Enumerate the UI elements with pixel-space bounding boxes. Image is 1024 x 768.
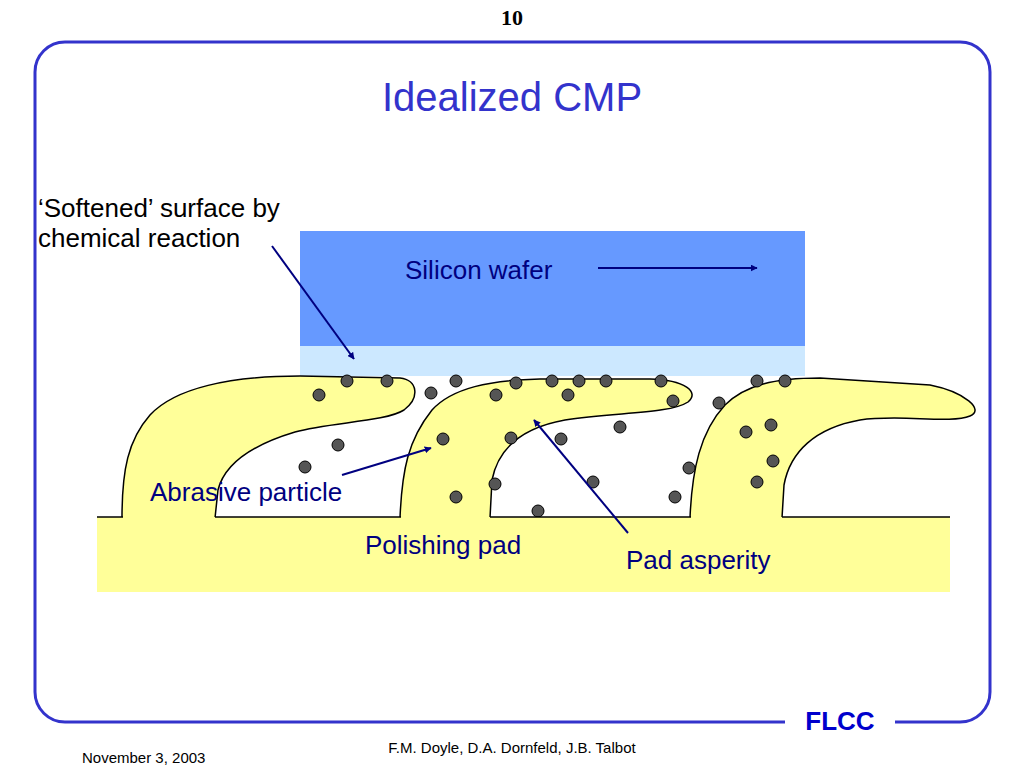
abrasive-particle-dot	[532, 505, 544, 517]
callout-text: Abrasive particle	[150, 478, 400, 508]
pad-edge-line	[490, 516, 691, 518]
slide-title: Idealized CMP	[212, 74, 812, 120]
abrasive-particle-dot	[332, 439, 344, 451]
abrasive-particle-dot	[490, 389, 502, 401]
abrasive-particle-dot	[614, 421, 626, 433]
abrasive-particle-dot	[510, 377, 522, 389]
leader-arrow	[342, 448, 431, 475]
pad-asperity	[690, 378, 975, 518]
abrasive-particle-dot	[437, 433, 449, 445]
abrasive-particle-dot	[573, 375, 585, 387]
softened-layer	[300, 346, 805, 376]
pad-asperity	[122, 376, 415, 518]
abrasive-particle-dot	[740, 426, 752, 438]
pad-edge-line	[215, 516, 401, 518]
pad-edge-line	[782, 516, 950, 518]
abrasive-particle-dot	[767, 455, 779, 467]
leader-arrow	[272, 246, 354, 359]
box-label: Silicon wafer	[405, 256, 705, 286]
abrasive-particle-dot	[505, 432, 517, 444]
leader-arrow	[534, 420, 628, 533]
pad-asperities	[122, 376, 975, 518]
abrasive-particle-dot	[450, 375, 462, 387]
abrasive-particle-dot	[765, 419, 777, 431]
abrasive-particle-dot	[381, 375, 393, 387]
abrasive-particle-dot	[425, 387, 437, 399]
pad-asperity	[400, 379, 692, 518]
pad-edge-line	[97, 516, 123, 518]
motion-arrow	[598, 267, 757, 269]
abrasive-particle-dot	[655, 375, 667, 387]
abrasive-particle-dot	[313, 389, 325, 401]
abrasive-particle-dot	[683, 462, 695, 474]
abrasive-particle-dot	[751, 375, 763, 387]
footer-logo: FLCC	[785, 707, 895, 737]
abrasive-particle-dot	[299, 461, 311, 473]
box-label: Polishing pad	[365, 531, 595, 561]
abrasive-particle-dot	[751, 476, 763, 488]
abrasive-particle-dot	[779, 375, 791, 387]
abrasive-particle-dot	[713, 397, 725, 409]
footer-date: November 3, 2003	[82, 749, 282, 766]
abrasive-particle-dot	[669, 491, 681, 503]
callout-text: ‘Softened’ surface by chemical reaction	[38, 194, 338, 254]
abrasive-particle-dot	[489, 478, 501, 490]
leader-arrows	[272, 246, 757, 533]
slide-frame	[35, 42, 990, 722]
callout-text: Pad asperity	[626, 546, 826, 576]
pad-top-edge	[97, 516, 950, 518]
abrasive-particle-dot	[546, 375, 558, 387]
footer-authors: F.M. Doyle, D.A. Dornfeld, J.B. Talbot	[312, 739, 712, 756]
pad-base-band: Polishing pad	[97, 517, 950, 592]
abrasive-particle-dot	[450, 491, 462, 503]
abrasive-particles	[299, 375, 791, 517]
abrasive-particle-dot	[562, 389, 574, 401]
abrasive-particle-dot	[341, 375, 353, 387]
page-number: 10	[472, 5, 552, 30]
abrasive-particle-dot	[555, 433, 567, 445]
abrasive-particle-dot	[667, 395, 679, 407]
abrasive-particle-dot	[600, 375, 612, 387]
abrasive-particle-dot	[587, 476, 599, 488]
wafer-box: Silicon wafer	[300, 231, 805, 346]
